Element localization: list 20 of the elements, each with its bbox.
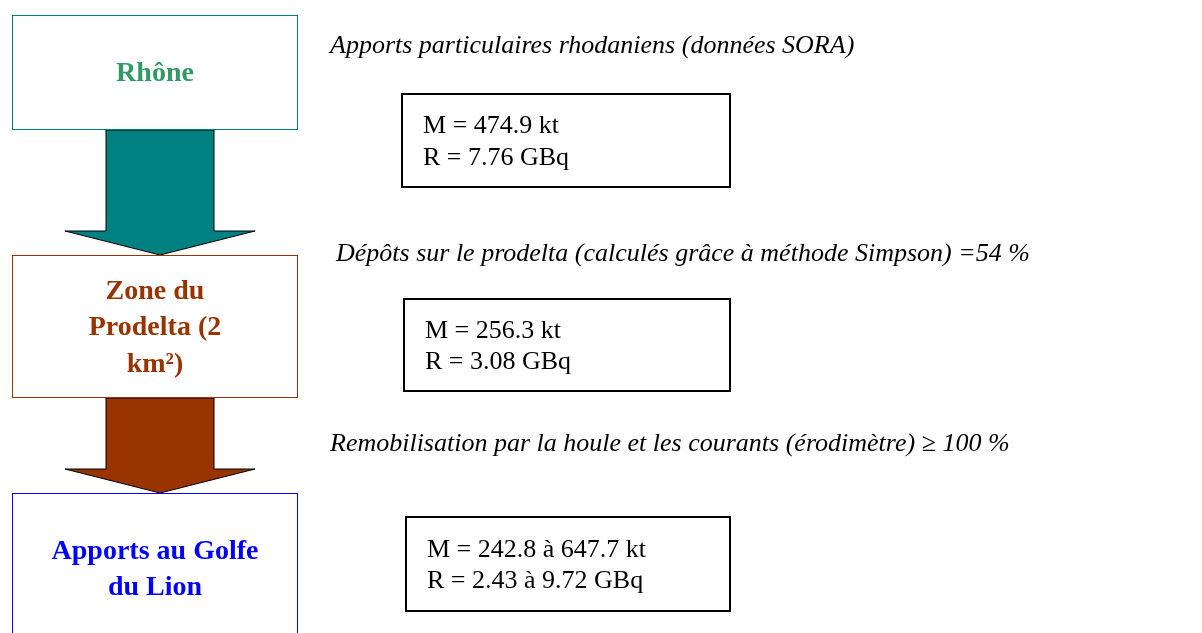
stage-box: [12, 493, 298, 633]
value-text: M = 474.9 kt: [423, 109, 560, 141]
value-box: [401, 93, 731, 188]
value-text: R = 2.43 à 9.72 GBq: [427, 564, 645, 596]
stage-label: Apports au Golfe du Lion: [50, 532, 260, 603]
value-text: M = 242.8 à 647.7 kt: [427, 532, 648, 564]
value-text: R = 7.76 GBq: [423, 140, 571, 172]
stage-box: [12, 255, 298, 398]
block-arrow: [64, 397, 256, 494]
annotation-text: Remobilisation par la houle et les courants (érodimètre) ≥ 100 %: [330, 428, 1010, 458]
stage-label: Zone du Prodelta (2 km²): [87, 272, 223, 380]
value-text: M = 256.3 kt: [425, 313, 562, 345]
value-text: R = 3.08 GBq: [425, 345, 573, 377]
value-box: [403, 298, 731, 392]
annotation-text: Apports particulaires rhodaniens (données SORA): [330, 30, 855, 60]
block-arrow: [64, 129, 256, 256]
stage-box: [12, 15, 298, 130]
value-box: [405, 516, 731, 612]
stage-label: Rhône: [116, 55, 194, 90]
annotation-text: Dépôts sur le prodelta (calculés grâce à méthode Simpson) =54 %: [336, 238, 1030, 268]
